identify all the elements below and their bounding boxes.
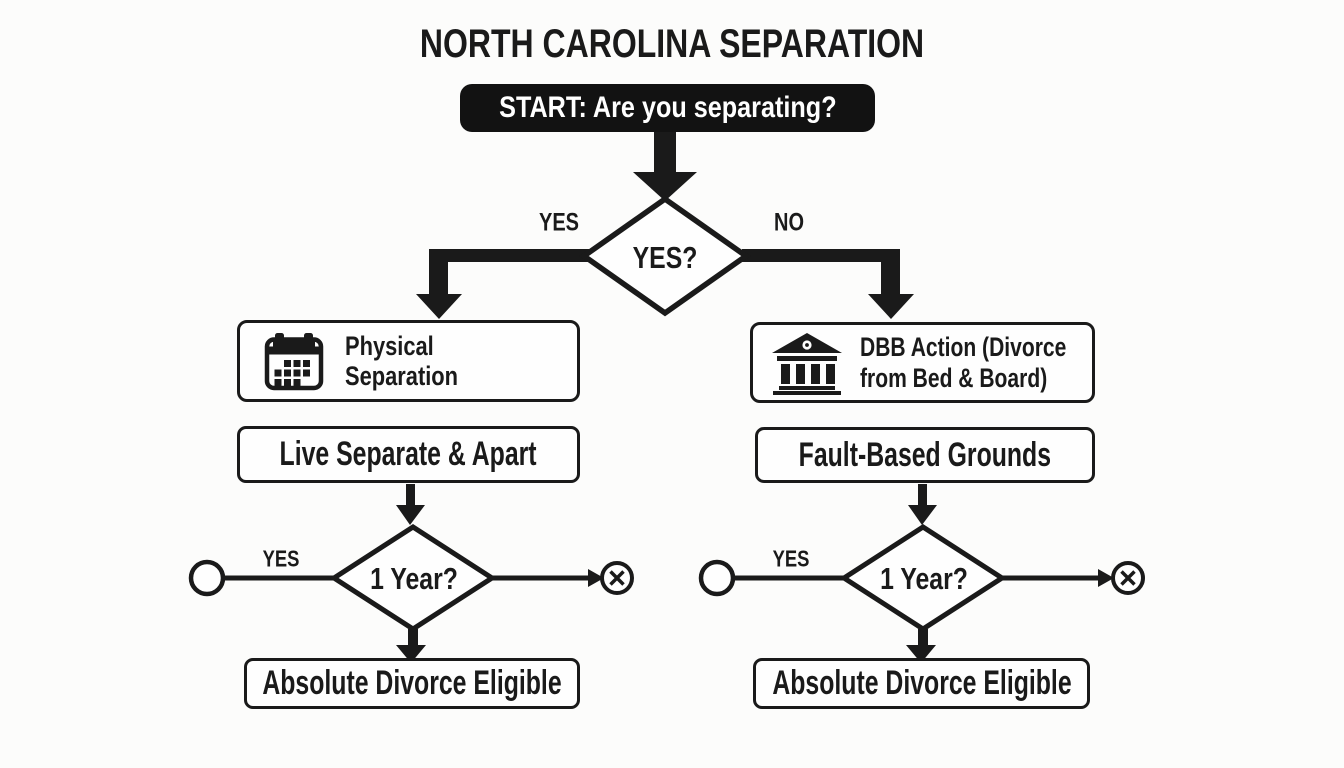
physical-separation-label: Physical Separation	[345, 331, 458, 392]
right-start-circle-icon	[698, 559, 736, 597]
no-branch-arrow	[742, 249, 914, 319]
physical-separation-box: Physical Separation	[237, 320, 580, 402]
right-absolute-divorce-label: Absolute Divorce Eligible	[771, 664, 1072, 702]
right-year-decision-label: 1 Year?	[880, 561, 968, 596]
root-decision-diamond	[579, 195, 751, 317]
right-absolute-divorce-box: Absolute Divorce Eligible	[753, 658, 1090, 709]
left-decision-to-result-arrow	[396, 629, 426, 663]
start-to-decision-arrow	[633, 130, 697, 201]
root-decision-label: YES?	[632, 240, 698, 275]
right-decision-to-result-arrow	[906, 629, 936, 663]
dbb-action-line1: DBB Action (Divorce	[860, 332, 1067, 362]
live-separate-apart-box: Live Separate & Apart	[237, 426, 580, 483]
left-absolute-divorce-label: Absolute Divorce Eligible	[262, 664, 562, 702]
right-year-yes-label: YES	[772, 545, 810, 572]
yes-branch-label: YES	[538, 208, 580, 237]
no-branch-label: NO	[774, 208, 804, 237]
yes-branch-arrow	[416, 249, 589, 319]
start-banner: START: Are you separating?	[460, 84, 875, 132]
live-separate-apart-label: Live Separate & Apart	[279, 435, 538, 473]
courthouse-icon	[772, 332, 842, 395]
left-start-circle-icon	[188, 559, 226, 597]
calendar-icon	[264, 333, 324, 391]
right-year-diamond	[839, 524, 1007, 632]
left-year-yes-label: YES	[262, 545, 300, 572]
physical-separation-line1: Physical	[345, 330, 434, 361]
left-action-to-decision-arrow	[396, 484, 425, 525]
fault-based-grounds-box: Fault-Based Grounds	[755, 427, 1095, 483]
right-action-to-decision-arrow	[908, 484, 937, 525]
start-banner-label: START: Are you separating?	[498, 91, 837, 124]
fault-based-grounds-label: Fault-Based Grounds	[798, 435, 1052, 474]
left-terminator-x-icon	[600, 561, 634, 595]
left-absolute-divorce-box: Absolute Divorce Eligible	[244, 658, 580, 709]
right-terminator-x-icon	[1111, 561, 1145, 595]
dbb-action-box: DBB Action (Divorce from Bed & Board)	[750, 322, 1095, 403]
left-year-decision-row	[188, 524, 634, 632]
physical-separation-line2: Separation	[345, 361, 459, 391]
right-year-decision-row	[698, 524, 1145, 632]
left-year-decision-label: 1 Year?	[370, 561, 458, 596]
page-title: NORTH CAROLINA SEPARATION	[419, 22, 925, 66]
dbb-action-line2: from Bed & Board)	[860, 362, 1048, 393]
dbb-action-label: DBB Action (Divorce from Bed & Board)	[860, 332, 1066, 393]
left-year-diamond	[329, 524, 497, 632]
